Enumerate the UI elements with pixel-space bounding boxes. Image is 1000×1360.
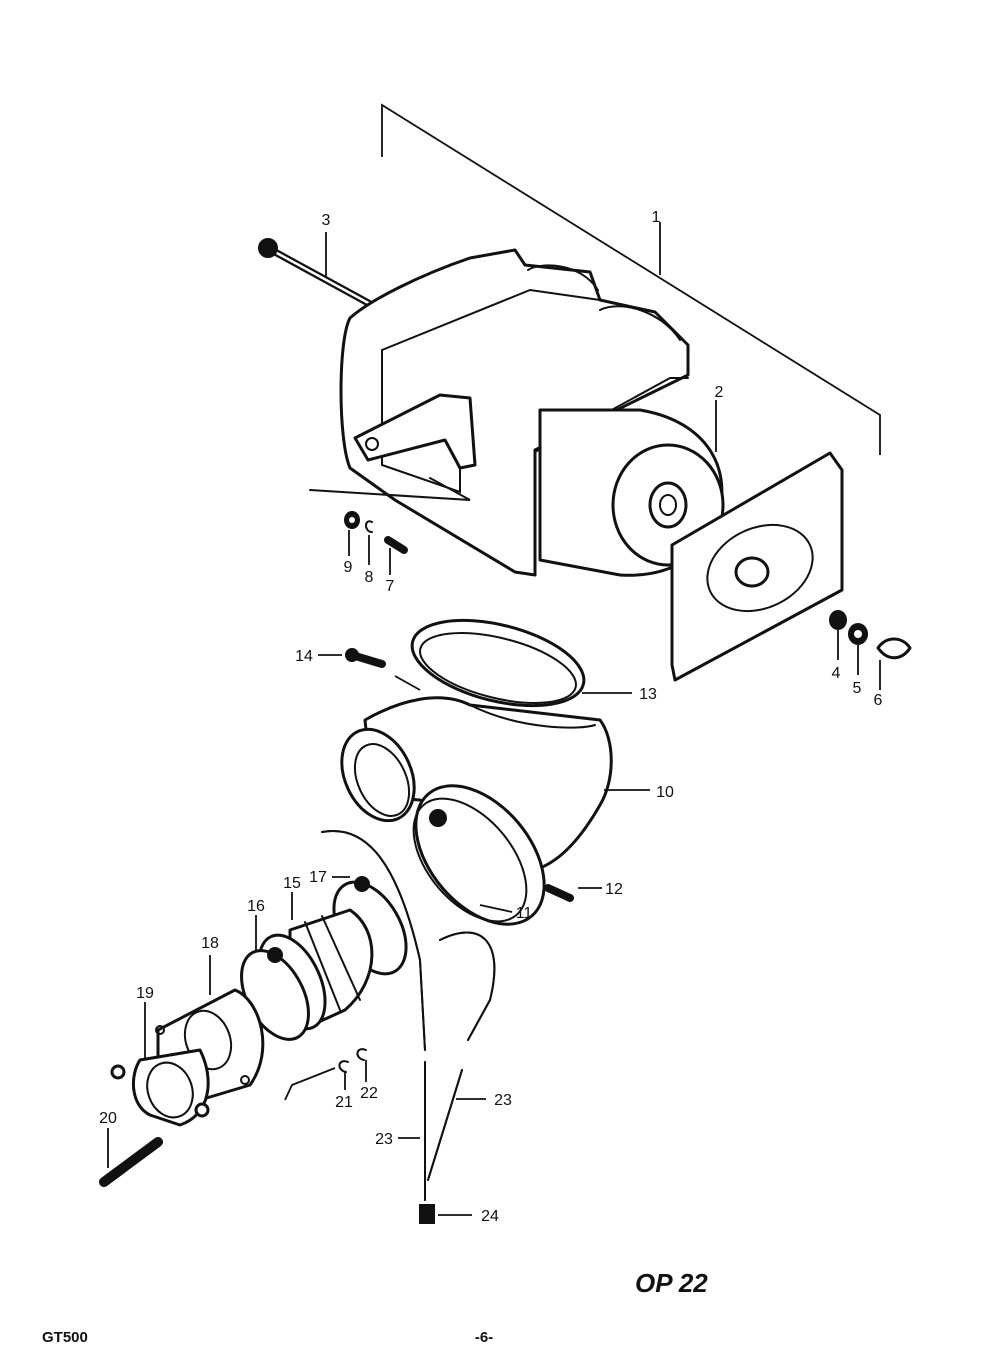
- page-number: -6-: [475, 1329, 493, 1346]
- callout-11: 11: [516, 905, 533, 922]
- callout-9: 9: [344, 559, 353, 576]
- parts-23-24-hoses: [321, 830, 496, 1224]
- callout-23-left: 23: [375, 1131, 393, 1148]
- callout-4: 4: [832, 665, 841, 682]
- parts-4-5-6-fasteners: [829, 610, 912, 690]
- callout-7: 7: [386, 578, 395, 595]
- assembly-bracket: [381, 103, 881, 455]
- callout-24: 24: [481, 1208, 499, 1225]
- callout-labels: 1 2 3 4 5 6 7 8 9 10 11 12 13 14 15 16 1…: [99, 209, 882, 1225]
- part-1-air-cleaner-case: [309, 248, 690, 577]
- callout-3: 3: [322, 212, 331, 229]
- parts-21-22-clips: [284, 1048, 367, 1101]
- callout-5: 5: [853, 680, 862, 697]
- callout-13: 13: [639, 686, 657, 703]
- part-2-filter-element: [538, 400, 725, 577]
- parts-7-8-9-fasteners: [344, 511, 408, 575]
- callout-8: 8: [365, 569, 374, 586]
- model-name: GT500: [42, 1329, 88, 1346]
- part-15-16-17-joint-clamps: [240, 876, 408, 1041]
- part-13-band-and-14-bolt: [318, 618, 632, 717]
- part-18-19-20-manifold: [99, 955, 265, 1187]
- callout-2: 2: [715, 384, 724, 401]
- callout-14: 14: [295, 648, 313, 665]
- callout-22: 22: [360, 1085, 378, 1102]
- callout-16: 16: [247, 898, 265, 915]
- part-11-clamp-and-12-screw: [412, 784, 602, 926]
- callout-15: 15: [283, 875, 301, 892]
- callout-20: 20: [99, 1110, 117, 1127]
- callout-18: 18: [201, 935, 219, 952]
- callout-10: 10: [656, 784, 674, 801]
- callout-1: 1: [652, 209, 661, 226]
- part-10-intake-chamber: [340, 696, 650, 870]
- callout-17: 17: [309, 869, 327, 886]
- part-3-long-bolt: [258, 232, 376, 309]
- callout-23-right: 23: [494, 1092, 512, 1109]
- cover-plate: [670, 451, 844, 682]
- callout-21: 21: [335, 1094, 353, 1111]
- callout-19: 19: [136, 985, 154, 1002]
- catalog-stamp: OP 22: [635, 1268, 708, 1298]
- callout-12: 12: [605, 881, 623, 898]
- callout-6: 6: [874, 692, 883, 709]
